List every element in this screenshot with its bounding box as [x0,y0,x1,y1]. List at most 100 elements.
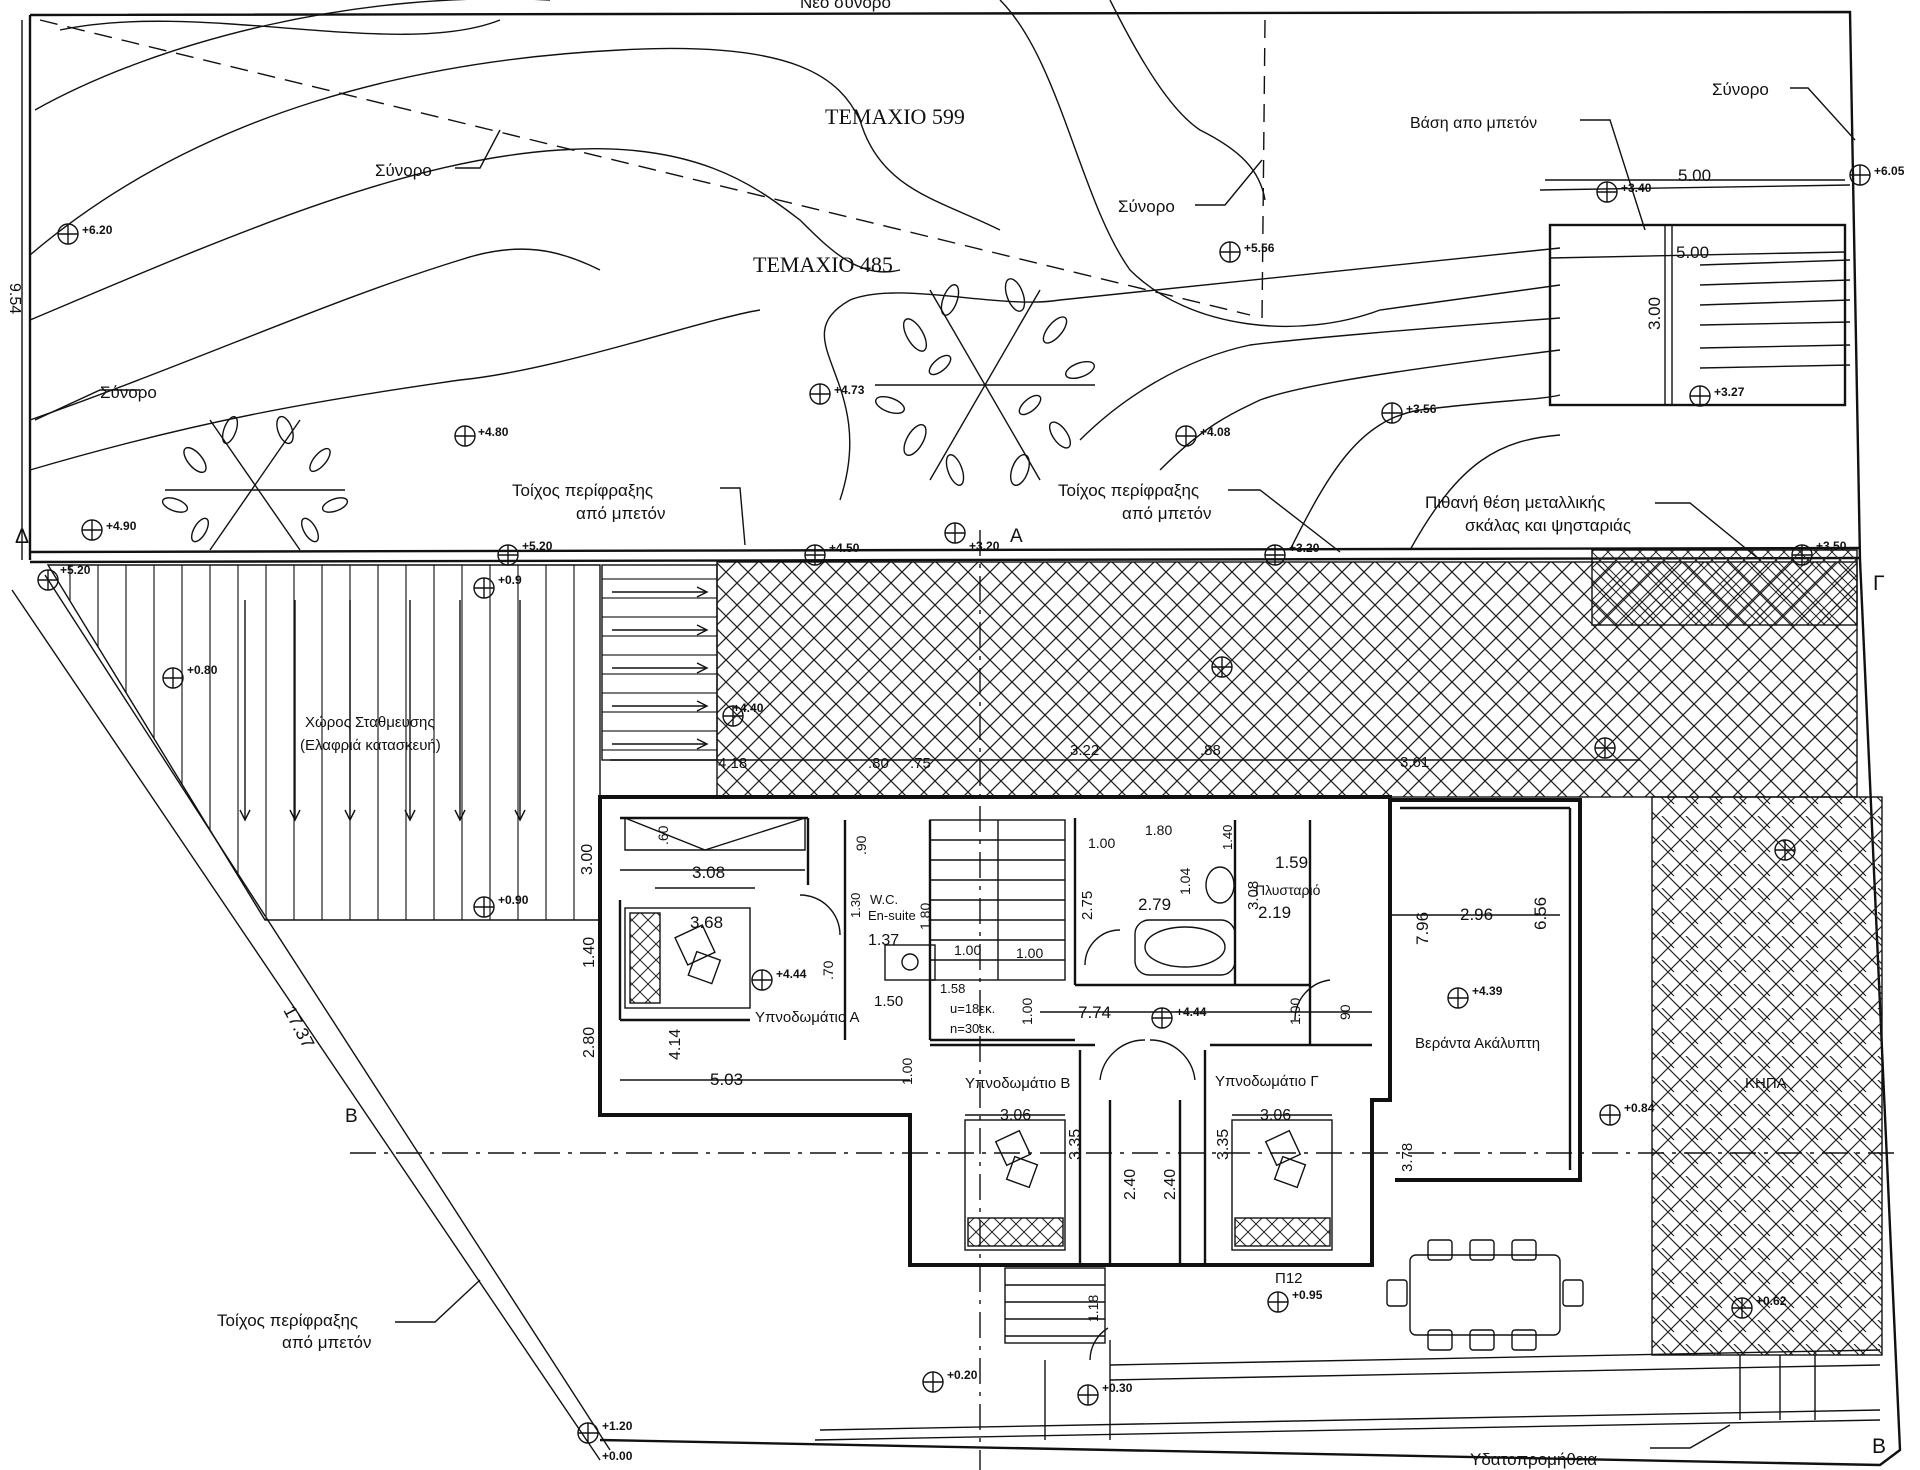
fence-wall-label-1b: από μπετόν [576,504,666,523]
boundary-label-2: Σύνορο [1118,197,1175,216]
dim-60: .60 [655,825,671,845]
new-boundary-label: Νέο σύνορο [800,0,891,12]
fence-wall-label-3b: από μπετόν [282,1333,372,1352]
parcel-divider [39,19,1266,321]
dim-1-00-d: 1.00 [1019,998,1035,1025]
water-supply-label: Υδατοπρομήθεια [1470,1450,1597,1469]
bedroom-c-label: Υπνοδωμάτιο Γ [1215,1073,1319,1090]
dim-4-18: 4.18 [718,755,747,772]
dim-1-40b: 1.40 [1220,825,1235,850]
level-values: +6.20 +4.80 +4.90 +4.73 +5.56 +4.08 +3.5… [60,164,1905,1463]
dim-1-59: 1.59 [1275,853,1308,872]
level-28: +3.20 [1289,541,1320,555]
dim-3-61: 3.61 [1400,754,1429,771]
dim-2-79: 2.79 [1138,895,1171,914]
parking-area [46,564,601,921]
dim-2-80: 2.80 [581,1027,598,1058]
level-21: +0.20 [947,1368,978,1382]
dim-75: .75 [910,755,931,772]
dim-1-40: 1.40 [581,937,598,968]
level-18: +4.39 [1472,984,1503,998]
dim-1-00-c: 1.00 [899,1058,915,1085]
level-9: +6.05 [1874,164,1905,178]
dim-5-03: 5.03 [710,1070,743,1089]
dim-3-06-a: 3.06 [1000,1107,1031,1124]
dim-80: .80 [868,755,889,772]
dimension-lines [610,179,1845,1116]
level-2: +4.80 [478,425,509,439]
dim-1-30: 1.30 [848,893,863,918]
dim-1-00-f: 1.00 [1088,835,1115,851]
concrete-base [1539,184,1851,407]
garden-area [1651,796,1883,1356]
dim-7-96: 7.96 [1413,912,1432,945]
dim-1-04: 1.04 [1177,868,1193,895]
parcel-485-label: TEMAXIO 485 [753,252,893,277]
dim-1-00-e: 1.00 [1287,998,1303,1025]
tree-small [161,415,349,551]
ensuite-label: En-suite [868,908,916,923]
dim-1-80: 1.80 [917,903,933,930]
dim-base-w2: 5.00 [1676,243,1709,262]
dim-base-w1: 5.00 [1678,166,1711,185]
fence-wall [29,546,1861,564]
boundary-label-3: Σύνορο [100,383,157,402]
level-4: +4.73 [834,383,865,397]
dim-88: .88 [1200,742,1221,759]
level-10: +3.40 [1621,181,1652,195]
level-12: +5.20 [522,539,553,553]
level-15: +0.90 [498,893,529,907]
level-22: +0.30 [1102,1381,1133,1395]
level-20: +0.95 [1292,1288,1323,1302]
contour-lines [29,0,1851,551]
dim-2-75: 2.75 [1079,891,1096,920]
tree-large [875,278,1095,486]
level-8: +3.27 [1714,385,1745,399]
level-26: +3.20 [969,539,1000,553]
annotation-labels: Βάση απο μπετόν Τοίχος περίφραξης από μπ… [217,115,1631,1469]
dim-6-56: 6.56 [1531,897,1550,930]
dim-90b: 90 [1337,1004,1353,1020]
dim-1-50: 1.50 [874,993,903,1010]
dim-1-18: 1.18 [1085,1295,1101,1322]
level-3: +4.90 [106,519,137,533]
boundary-label-1: Σύνορο [375,161,432,180]
dim-diagonal: 17.37 [279,1002,318,1051]
stair-grill-label-a: Πιθανή θέση μεταλλικής [1425,493,1605,512]
level-29: +3.50 [1816,539,1847,553]
boundary-label-4: Σύνορο [1712,80,1769,99]
dim-left-edge: 9.54 [6,283,23,314]
garden-label: ΚΗΠΑ [1745,1075,1787,1092]
dim-3-68: 3.68 [690,913,723,932]
dim-3-00: 3.00 [579,844,596,875]
dim-4-14: 4.14 [667,1029,684,1060]
parcel-599-label: TEMAXIO 599 [825,104,965,129]
level-13: +0.9 [498,573,522,587]
section-b-left: B [345,1106,358,1127]
dim-3-35-b: 3.35 [1215,1129,1232,1160]
level-24: +0.00 [602,1449,633,1463]
bottom-strip [814,1340,1881,1441]
house-walls [598,795,1582,1267]
dim-70: .70 [820,960,836,980]
stair-tread-label: n=30εκ. [950,1021,995,1036]
section-g-right: Γ [1873,572,1885,595]
level-30: +4.40 [733,701,764,715]
dim-1-00-a: 1.00 [954,942,981,958]
laundry-label: Πλυσταριό [1255,882,1321,898]
dim-3-06-b: 3.06 [1260,1107,1291,1124]
level-25: +0.62 [1756,1294,1787,1308]
room-labels: Υπνοδωμάτιο Α Υπνοδωμάτιο Β Υπνοδωμάτιο … [755,882,1787,1287]
dim-2-40-a: 2.40 [1122,1169,1139,1200]
dimension-values: 5.00 5.00 3.00 9.54 17.37 3.08 3.68 5.03… [6,166,1711,1322]
parking-label-a: Χώρος Σταθμευσης [305,714,435,731]
dim-3-08b: 3.08 [1245,881,1262,910]
level-17: +4.44 [1176,1005,1207,1019]
stair-riser-label: u=18εκ. [950,1001,995,1016]
level-5: +5.56 [1244,241,1275,255]
dim-1-58: 1.58 [940,981,965,996]
parcel-labels: TEMAXIO 599 TEMAXIO 485 Νέο σύνορο [753,0,965,277]
section-lines [350,530,1900,1470]
level-markers [37,164,1871,1444]
dim-base-h: 3.00 [1645,297,1664,330]
